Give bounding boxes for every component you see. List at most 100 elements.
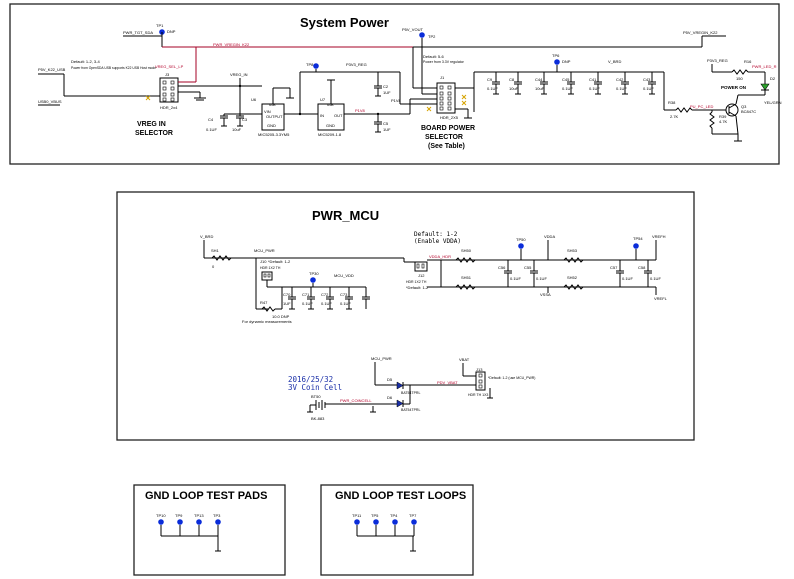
j3-ref: J3 bbox=[165, 72, 170, 77]
net-mcu-vdd: MCU_VDD bbox=[334, 273, 354, 278]
j13-ref: J13 bbox=[476, 367, 483, 372]
tp50-testpoint-icon bbox=[518, 243, 524, 249]
c55-val: 0.1UF bbox=[536, 276, 547, 281]
net-p3v3-reg: P3V3_REG bbox=[346, 62, 367, 67]
r38-val: 2.7K bbox=[670, 114, 679, 119]
sh1-resistor-icon bbox=[211, 255, 232, 261]
c70-ref: C70 bbox=[283, 292, 291, 297]
net-pwr-vregin-k22: PWR_VREGIN_K22 bbox=[213, 42, 250, 47]
coin-line1: 2016/25/32 bbox=[288, 375, 333, 384]
c44-val: 10uF bbox=[535, 86, 545, 91]
net-vrefh: VREFH bbox=[652, 234, 666, 239]
gnd-loops-title: GND LOOP TEST LOOPS bbox=[335, 490, 466, 502]
c8-val: 10uF bbox=[509, 86, 519, 91]
pwr-mcu-border bbox=[116, 191, 695, 441]
u7-gnd: GND bbox=[326, 123, 335, 128]
net-p5v-vout: P5V_VOUT bbox=[402, 27, 423, 32]
c43-val: 0.1UF bbox=[643, 86, 654, 91]
d6-part: BAT54TPRL bbox=[401, 408, 420, 412]
sh51-resistor-icon bbox=[455, 284, 476, 290]
c9-val: 0.1UF bbox=[487, 86, 498, 91]
c73-ref: C73 bbox=[340, 292, 348, 297]
gnd-loops-border bbox=[320, 484, 474, 576]
d5-diode-icon bbox=[396, 381, 404, 390]
net-p5v-k22-usb: P5V_K22_USB bbox=[38, 67, 66, 72]
net-mcu-pwr2: MCU_PWR bbox=[371, 356, 392, 361]
net-pwr-led: PWR_LED_R bbox=[752, 64, 777, 69]
net-vreg-in: VREG_IN bbox=[230, 72, 248, 77]
u7-ref: U7 bbox=[320, 97, 326, 102]
j1-note: Power from 3.3V regulator bbox=[423, 60, 465, 64]
net-vreg-sel-lp: VREG_SEL_LP bbox=[155, 64, 184, 69]
c58-val: 0.1UF bbox=[650, 276, 661, 281]
j1-ref: J1 bbox=[440, 75, 445, 80]
tp5-ref: TP5 bbox=[371, 513, 379, 518]
tp1-ref: TP1 bbox=[156, 23, 164, 28]
coin-line2: 3V Coin Cell bbox=[288, 383, 342, 392]
net-vdda-hdr: VDDA_HDR bbox=[429, 254, 451, 259]
d5-part: BAT54TPRL bbox=[401, 391, 420, 395]
d5-ref: D5 bbox=[387, 377, 393, 382]
r47-val: 10.0 DNP bbox=[272, 314, 290, 319]
net-mcu-pwr: MCU_PWR bbox=[254, 248, 275, 253]
r39-ref: R39 bbox=[719, 114, 727, 119]
sh1-val: 0 bbox=[212, 264, 215, 269]
net-usb0-vbus: USB0_VBUS bbox=[38, 99, 62, 104]
tp8-ref: TP8 bbox=[306, 62, 314, 67]
tp4-testpoint-icon bbox=[392, 519, 398, 525]
sh51-ref: SH51 bbox=[461, 275, 472, 280]
d2-led-icon bbox=[760, 83, 770, 91]
tp8-testpoint-icon bbox=[313, 63, 319, 69]
d6-ref: D6 bbox=[387, 395, 393, 400]
j12-header[interactable] bbox=[414, 261, 428, 272]
net-vdda: VDDA bbox=[544, 234, 555, 239]
tp6-dnp: DNP bbox=[562, 59, 571, 64]
net-vssa: VSSA bbox=[540, 292, 551, 297]
sh50-ref: SH50 bbox=[461, 248, 472, 253]
bt50-ref: BT50 bbox=[311, 394, 321, 399]
j10-part: HDR 1X2 TH bbox=[260, 266, 281, 270]
c2-ref: C2 bbox=[383, 84, 389, 89]
sh52-ref: SH52 bbox=[567, 275, 578, 280]
c56-val: 0.1UF bbox=[510, 276, 521, 281]
j12-def: *Default: 1-2 bbox=[406, 285, 429, 290]
board-sel-line3: (See Table) bbox=[428, 143, 465, 150]
tp3-testpoint-icon bbox=[215, 519, 221, 525]
j10-header[interactable] bbox=[261, 271, 273, 281]
j1-header[interactable] bbox=[436, 82, 456, 114]
sh53-resistor-icon bbox=[563, 257, 584, 263]
c5-ref: C5 bbox=[383, 121, 389, 126]
q3-part: BC847C bbox=[741, 109, 756, 114]
u7-tab: TAB bbox=[326, 102, 334, 107]
j1-part: HDR_2X5 bbox=[440, 115, 459, 120]
tp1-dnp: DNP bbox=[167, 29, 176, 34]
tp11-testpoint-icon bbox=[354, 519, 360, 525]
gnd-pads-border bbox=[133, 484, 286, 576]
r39-val: 4.7K bbox=[719, 119, 728, 124]
bt50-part: BK-883 bbox=[311, 416, 325, 421]
c45-ref: C45 bbox=[562, 77, 570, 82]
u7-regulator bbox=[317, 103, 345, 131]
tp54-ref: TP54 bbox=[633, 236, 643, 241]
tp7-testpoint-icon bbox=[411, 519, 417, 525]
tp4-ref: TP4 bbox=[390, 513, 398, 518]
tp2-testpoint-icon bbox=[419, 32, 425, 38]
j3-header[interactable] bbox=[159, 77, 179, 103]
d2-ref: D2 bbox=[770, 76, 776, 81]
net-pu-pc-led: PU_PC_LED bbox=[690, 104, 713, 109]
c72-ref: C72 bbox=[321, 292, 329, 297]
vreg-sel-line1: VREG IN bbox=[137, 121, 166, 128]
c44-ref: C44 bbox=[535, 77, 543, 82]
j3-default: Default: 1-2, 3-4 bbox=[71, 59, 100, 64]
net-pwr-vbat: PDV_VBAT bbox=[437, 380, 458, 385]
pwr-mcu-title: PWR_MCU bbox=[312, 208, 379, 223]
u6-output: OUTPUT bbox=[266, 114, 283, 119]
r38-resistor-icon bbox=[675, 107, 693, 113]
c5-val: 1UF bbox=[383, 127, 391, 132]
u6-gnd: GND bbox=[267, 123, 276, 128]
dynamic-note: For dynamic measurements bbox=[242, 319, 292, 324]
